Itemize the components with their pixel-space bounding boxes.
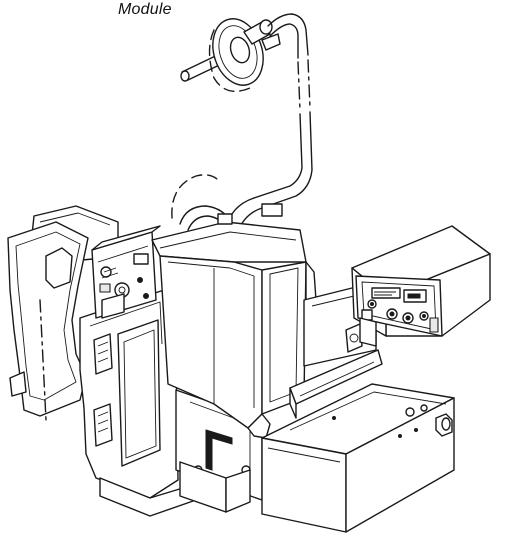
drawer xyxy=(261,383,455,533)
module-caption: Module xyxy=(118,1,172,18)
control-box xyxy=(351,225,491,347)
spool-holder xyxy=(180,18,281,92)
feed-panel xyxy=(91,225,161,319)
wire-feed-housing xyxy=(151,203,317,439)
base-housing xyxy=(79,289,263,517)
